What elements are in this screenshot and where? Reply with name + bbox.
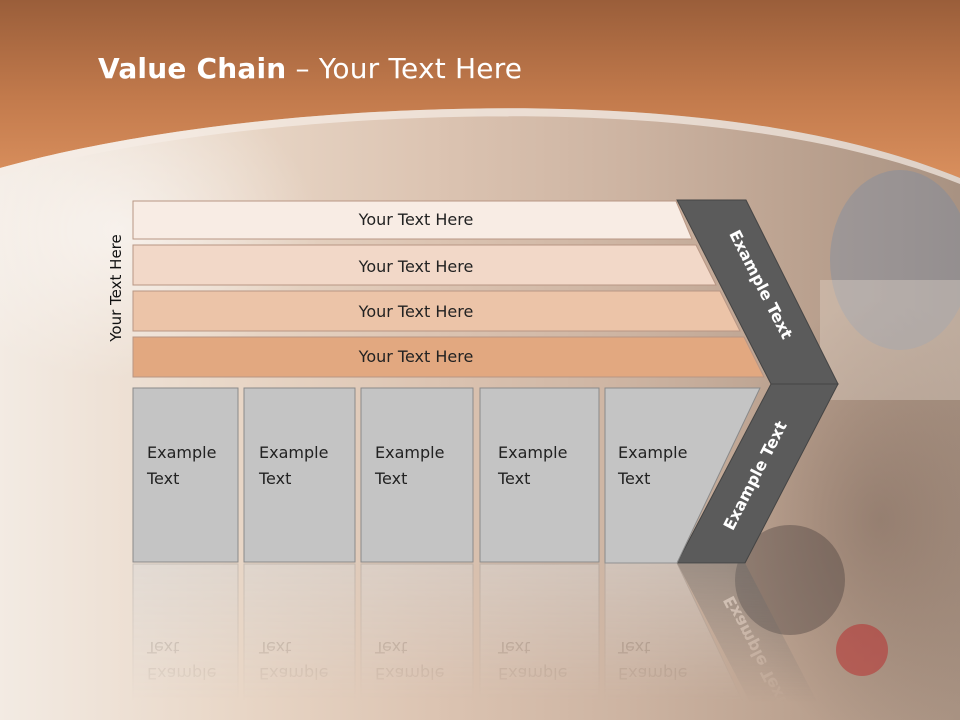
activity-box-4-line2: Text	[497, 469, 530, 488]
value-row-1	[132, 200, 693, 240]
reflection-box-2-line1: Example	[259, 664, 328, 683]
reflection-box-3-line1: Example	[375, 664, 444, 683]
reflection-box-4-line2: Text	[497, 638, 530, 657]
reflection-box-4-line1: Example	[498, 664, 567, 683]
value-row-4	[132, 336, 765, 378]
reflection-box-5-line1: Example	[618, 664, 687, 683]
value-row-1-label: Your Text Here	[358, 210, 474, 229]
activity-box-5-line1: Example	[618, 443, 687, 462]
reflection-box-3-line2: Text	[374, 638, 407, 657]
diagram-reflection: Example Text Example Text Example Text E…	[132, 562, 827, 720]
activity-box-5-line2: Text	[617, 469, 650, 488]
activity-box-3	[360, 387, 474, 563]
slide-title: Value Chain – Your Text Here	[98, 52, 522, 85]
activity-box-1	[132, 387, 239, 563]
activity-box-1-line1: Example	[147, 443, 216, 462]
reflection-box-1-line1: Example	[147, 664, 216, 683]
value-row-2	[132, 244, 717, 286]
activity-box-4	[479, 387, 600, 563]
value-row-3	[132, 290, 741, 332]
activity-box-3-line1: Example	[375, 443, 444, 462]
activity-box-3-line2: Text	[374, 469, 407, 488]
title-rest: – Your Text Here	[286, 52, 523, 85]
activity-box-4-line1: Example	[498, 443, 567, 462]
activity-box-1-line2: Text	[146, 469, 179, 488]
activity-box-2	[243, 387, 356, 563]
activity-box-2-line2: Text	[258, 469, 291, 488]
reflection-box-5-line2: Text	[617, 638, 650, 657]
activity-box-2-line1: Example	[259, 443, 328, 462]
title-bold: Value Chain	[98, 52, 287, 85]
reflection-box-2-line2: Text	[258, 638, 291, 657]
reflection-box-1-line2: Text	[146, 638, 179, 657]
value-row-4-label: Your Text Here	[358, 347, 474, 366]
value-row-2-label: Your Text Here	[358, 257, 474, 276]
value-row-3-label: Your Text Here	[358, 302, 474, 321]
